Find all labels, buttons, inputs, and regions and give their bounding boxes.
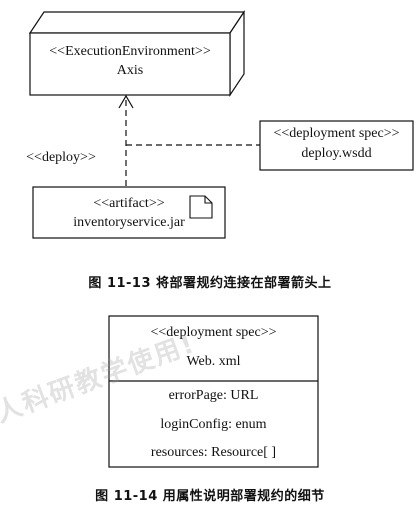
artifact-box <box>32 186 226 239</box>
attribute-login-config: loginConfig: enum <box>160 417 267 432</box>
spec-name: deploy.wsdd <box>301 146 372 161</box>
deploy-arrowhead <box>118 94 134 109</box>
artifact-stereotype: <<artifact>> <box>93 196 165 211</box>
deployment-spec-detail-box <box>108 315 319 468</box>
artifact-name: inventoryservice.jar <box>73 215 185 230</box>
deployment-spec-box <box>259 120 414 171</box>
attribute-resources: resources: Resource[ ] <box>150 445 277 460</box>
detail-spec-name: Web. xml <box>186 354 241 369</box>
attribute-error-page: errorPage: URL <box>168 388 259 403</box>
execution-environment-node <box>28 10 246 97</box>
deploy-stereotype-label: <<deploy>> <box>26 150 96 165</box>
figure-caption-11-13: 图 11-13 将部署规约连接在部署箭头上 <box>88 276 332 291</box>
node-stereotype: <<ExecutionEnvironment>> <box>49 44 211 59</box>
detail-spec-stereotype: <<deployment spec>> <box>150 325 277 340</box>
node-name: Axis <box>116 63 144 78</box>
spec-stereotype: <<deployment spec>> <box>273 126 400 141</box>
figure-caption-11-14: 图 11-14 用属性说明部署规约的细节 <box>95 489 325 504</box>
document-icon <box>189 195 213 219</box>
